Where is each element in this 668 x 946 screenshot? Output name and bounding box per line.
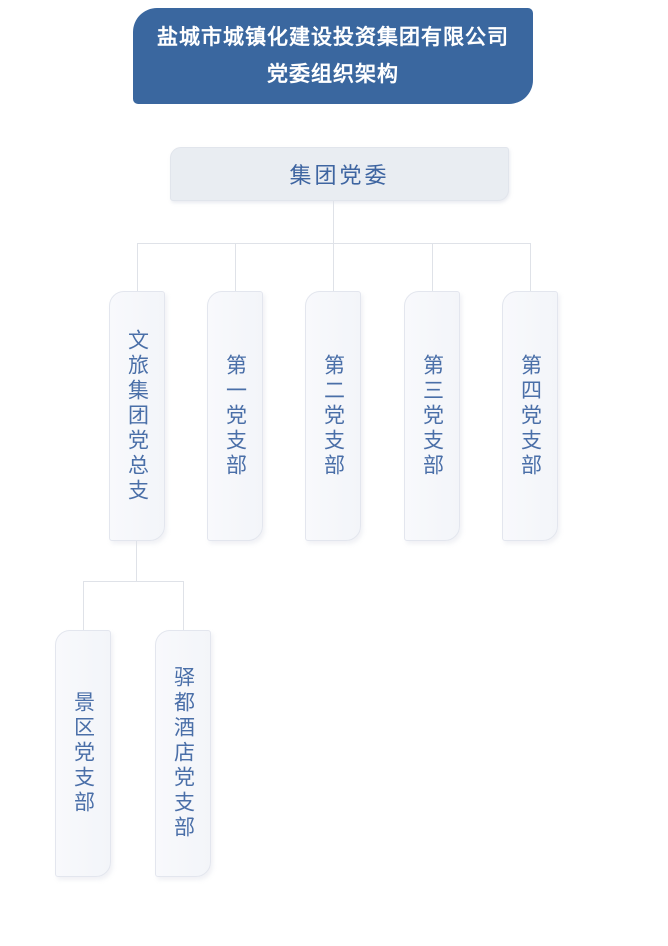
chart-title-banner: 盐城市城镇化建设投资集团有限公司 党委组织架构 bbox=[133, 8, 533, 104]
org-node-label: 第二党支部 bbox=[321, 353, 345, 479]
org-node-branch-2: 第二党支部 bbox=[305, 291, 361, 541]
org-node-root: 集团党委 bbox=[170, 147, 509, 201]
org-node-label: 文旅集团党总支 bbox=[125, 328, 149, 504]
connector-sub-drop bbox=[136, 541, 137, 581]
chart-title-line2: 党委组织架构 bbox=[267, 63, 399, 86]
connector-branch3-drop bbox=[333, 243, 334, 291]
org-node-label: 景区党支部 bbox=[71, 691, 95, 816]
org-node-root-label: 集团党委 bbox=[289, 163, 390, 188]
org-node-label: 第一党支部 bbox=[223, 353, 247, 479]
connector-sub2-drop bbox=[183, 581, 184, 630]
org-node-branch-4: 第四党支部 bbox=[502, 291, 558, 541]
org-node-label: 第四党支部 bbox=[518, 353, 542, 479]
connector-branch2-drop bbox=[235, 243, 236, 291]
connector-branch4-drop bbox=[432, 243, 433, 291]
connector-branch5-drop bbox=[530, 243, 531, 291]
connector-sub1-drop bbox=[83, 581, 84, 630]
connector-root-drop bbox=[333, 201, 334, 243]
org-node-wenlv-zongzhi: 文旅集团党总支 bbox=[109, 291, 165, 541]
org-node-branch-1: 第一党支部 bbox=[207, 291, 263, 541]
org-node-jingqu: 景区党支部 bbox=[55, 630, 111, 877]
org-node-branch-3: 第三党支部 bbox=[404, 291, 460, 541]
org-node-label: 驿都酒店党支部 bbox=[171, 666, 195, 841]
connector-branch1-drop bbox=[137, 243, 138, 291]
chart-title-line1: 盐城市城镇化建设投资集团有限公司 bbox=[157, 26, 509, 49]
org-node-yidu-hotel: 驿都酒店党支部 bbox=[155, 630, 211, 877]
org-node-label: 第三党支部 bbox=[420, 353, 444, 479]
connector-level3-horizontal bbox=[83, 581, 184, 582]
connector-level2-horizontal bbox=[137, 243, 531, 244]
